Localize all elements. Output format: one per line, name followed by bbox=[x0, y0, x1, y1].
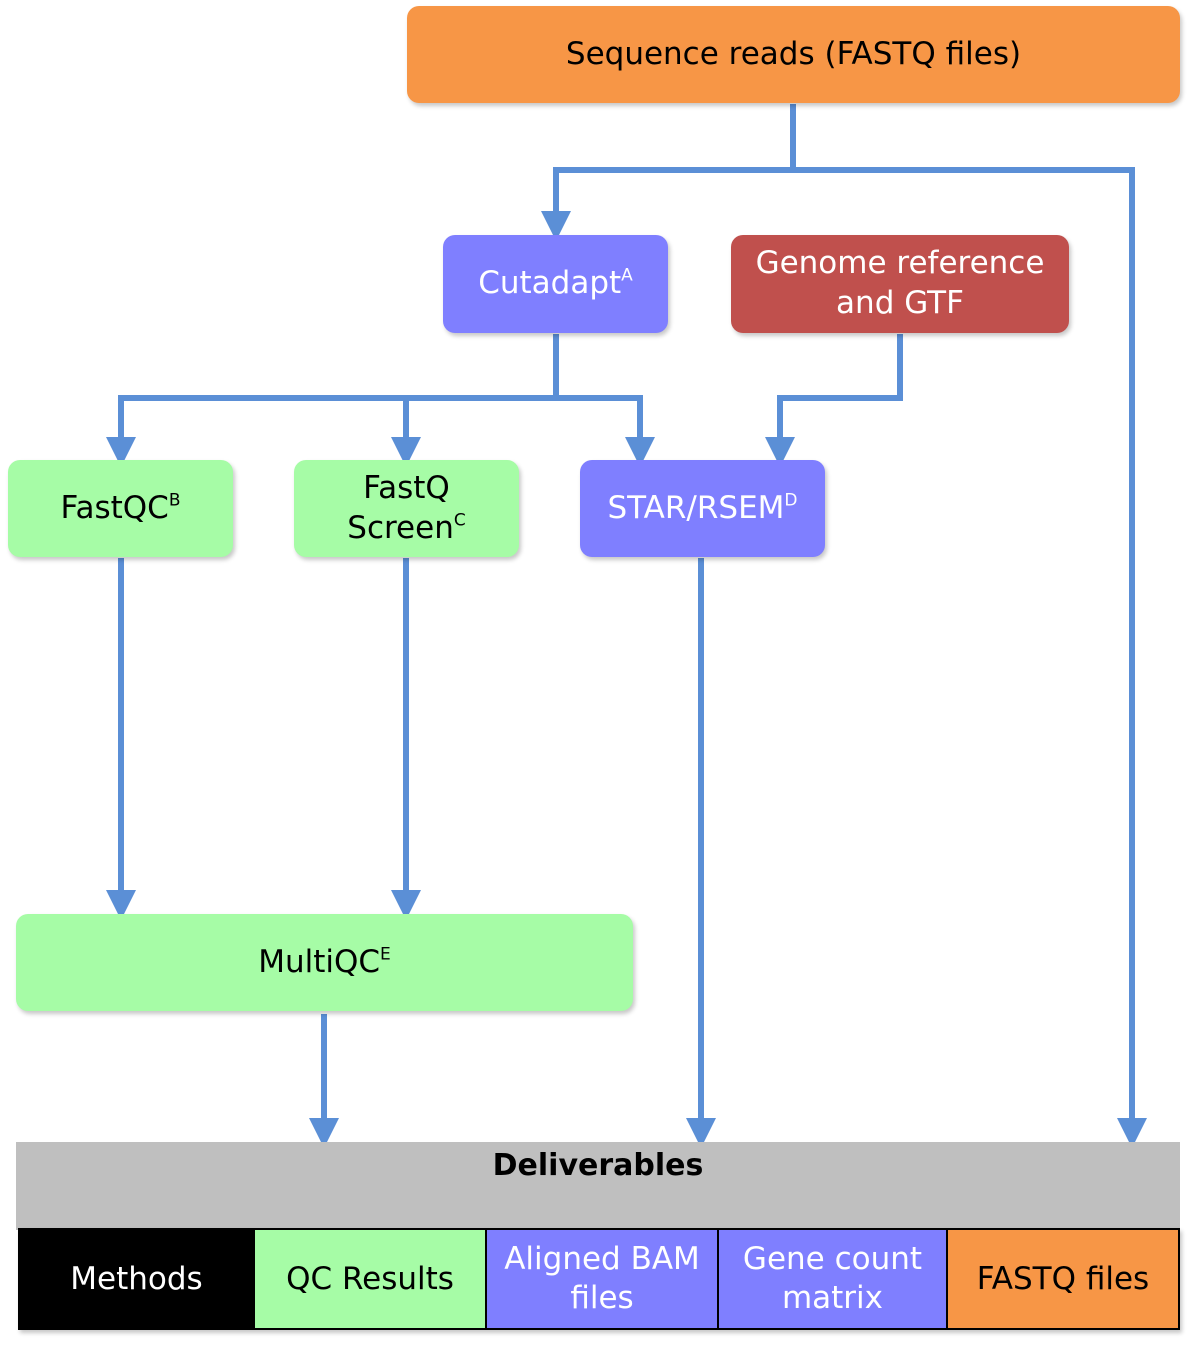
deliverable-methods-label: Methods bbox=[70, 1260, 203, 1297]
arrow-reads-to-fastq-deliverable bbox=[793, 167, 1147, 1148]
fastqc-label: FastQC bbox=[60, 489, 169, 526]
cutadapt-label: Cutadapt bbox=[478, 265, 622, 302]
sequence-reads-node: Sequence reads (FASTQ files) bbox=[407, 6, 1180, 103]
deliverable-qc-results: QC Results bbox=[255, 1230, 487, 1328]
fastq-screen-line2: Screen bbox=[347, 509, 454, 546]
fastqc-node: FastQCB bbox=[8, 460, 233, 557]
fastq-screen-node: FastQ ScreenC bbox=[294, 460, 519, 557]
star-rsem-footnote: D bbox=[784, 489, 798, 510]
star-rsem-node: STAR/RSEMD bbox=[580, 460, 825, 557]
deliverable-aligned-bam-line1: Aligned BAM bbox=[504, 1241, 700, 1278]
deliverable-gene-count-line1: Gene count bbox=[742, 1241, 923, 1278]
sequence-reads-label: Sequence reads (FASTQ files) bbox=[565, 35, 1022, 72]
deliverable-qc-results-label: QC Results bbox=[286, 1260, 454, 1297]
deliverables-row: Methods QC Results Aligned BAM files Gen… bbox=[18, 1228, 1180, 1330]
fastq-screen-line1: FastQ bbox=[363, 469, 450, 506]
fastq-screen-footnote: C bbox=[453, 509, 466, 530]
genome-reference-node: Genome reference and GTF bbox=[731, 235, 1069, 333]
arrow-cutadapt-to-fastqc bbox=[106, 395, 556, 467]
deliverables-header: Deliverables bbox=[16, 1142, 1180, 1230]
multiqc-label: MultiQC bbox=[258, 943, 381, 980]
fastqc-footnote: B bbox=[168, 489, 181, 510]
deliverable-aligned-bam-line2: files bbox=[570, 1280, 634, 1316]
deliverable-fastq-files-label: FASTQ files bbox=[976, 1260, 1150, 1297]
cutadapt-footnote: A bbox=[621, 265, 633, 286]
deliverables-title: Deliverables bbox=[492, 1148, 704, 1183]
arrow-cutadapt-to-star bbox=[556, 395, 655, 467]
star-rsem-label: STAR/RSEM bbox=[607, 489, 785, 526]
arrow-reads-to-cutadapt bbox=[541, 104, 796, 241]
genome-reference-line2: and GTF bbox=[836, 285, 964, 321]
deliverable-fastq-files: FASTQ files bbox=[948, 1230, 1178, 1328]
deliverable-aligned-bam: Aligned BAM files bbox=[487, 1230, 719, 1328]
multiqc-node: MultiQCE bbox=[16, 914, 633, 1011]
deliverable-gene-count-line2: matrix bbox=[781, 1280, 884, 1316]
cutadapt-node: CutadaptA bbox=[443, 235, 668, 333]
arrow-genome-to-star bbox=[765, 334, 903, 467]
deliverable-methods: Methods bbox=[20, 1230, 255, 1328]
genome-reference-line1: Genome reference bbox=[755, 245, 1045, 282]
multiqc-footnote: E bbox=[380, 943, 391, 964]
deliverable-gene-count: Gene count matrix bbox=[719, 1230, 948, 1328]
